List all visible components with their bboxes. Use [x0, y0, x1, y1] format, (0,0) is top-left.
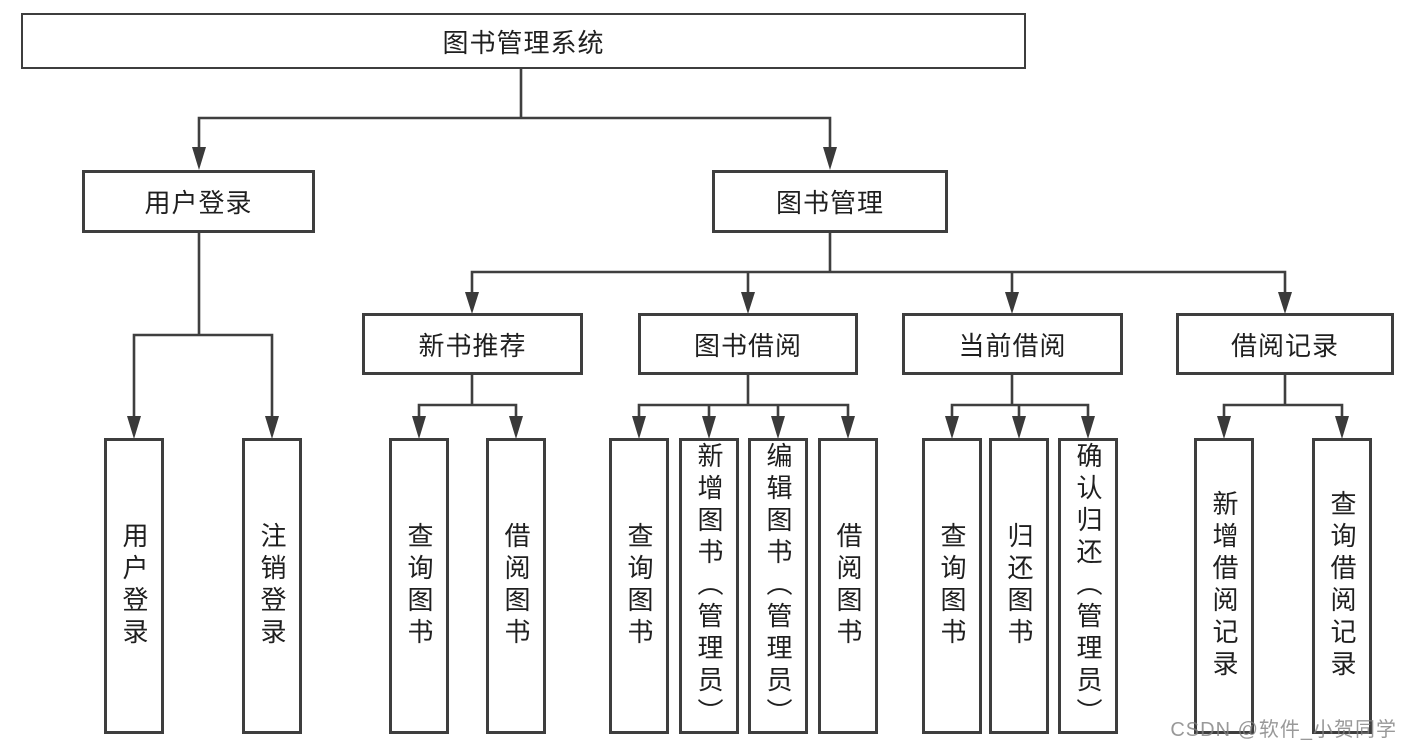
leaf-label: 编辑图书（管理员） [763, 442, 793, 730]
connector-new-book-recommend-to-leaves [412, 375, 523, 439]
leaf-label: 确认归还（管理员） [1073, 442, 1103, 730]
leaf-edit-books-admin: 编辑图书（管理员） [748, 438, 808, 734]
node-book-borrowing: 图书借阅 [638, 313, 858, 375]
connector-book-borrowing-to-leaves [632, 375, 855, 439]
leaf-label: 归还图书 [1004, 522, 1034, 650]
leaf-query-books-current: 查询图书 [922, 438, 982, 734]
node-label: 图书管理 [775, 188, 884, 218]
node-current-borrowing: 当前借阅 [902, 313, 1123, 375]
node-label: 借阅记录 [1230, 330, 1339, 361]
leaf-query-books-recommend: 查询图书 [389, 438, 449, 734]
leaf-query-books-borrowing: 查询图书 [609, 438, 669, 734]
leaf-label: 查询借阅记录 [1327, 490, 1357, 682]
node-library-management-system: 图书管理系统 [21, 13, 1026, 69]
leaf-label: 新增借阅记录 [1209, 490, 1239, 682]
leaf-borrow-books-borrowing: 借阅图书 [818, 438, 878, 734]
node-label: 用户登录 [144, 188, 253, 218]
leaf-return-books: 归还图书 [989, 438, 1049, 734]
leaf-logout-login: 注销登录 [242, 438, 302, 734]
csdn-watermark: CSDN @软件_小贺同学 [1170, 719, 1397, 741]
leaf-label: 查询图书 [404, 522, 434, 650]
leaf-label: 借阅图书 [833, 522, 863, 650]
node-new-book-recommend: 新书推荐 [362, 313, 583, 375]
node-book-management: 图书管理 [712, 170, 948, 233]
node-label: 图书借阅 [693, 330, 802, 361]
leaf-query-borrow-record: 查询借阅记录 [1312, 438, 1372, 734]
node-label: 图书管理系统 [442, 27, 605, 58]
node-borrowing-records: 借阅记录 [1176, 313, 1394, 375]
leaf-confirm-return-admin: 确认归还（管理员） [1058, 438, 1118, 734]
connector-book-management-to-level3 [465, 233, 1292, 314]
leaf-label: 用户登录 [119, 522, 149, 650]
connector-current-borrowing-to-leaves [945, 375, 1095, 439]
connector-user-login-to-leaves [127, 233, 279, 439]
leaf-label: 查询图书 [624, 522, 654, 650]
leaf-label: 查询图书 [937, 522, 967, 650]
connector-borrowing-records-to-leaves [1217, 375, 1349, 439]
leaf-label: 借阅图书 [501, 522, 531, 650]
leaf-label: 新增图书（管理员） [694, 442, 724, 730]
leaf-add-books-admin: 新增图书（管理员） [679, 438, 739, 734]
leaf-label: 注销登录 [257, 522, 287, 650]
leaf-add-borrow-record: 新增借阅记录 [1194, 438, 1254, 734]
node-user-login: 用户登录 [82, 170, 315, 233]
leaf-borrow-books-recommend: 借阅图书 [486, 438, 546, 734]
connector-root-to-level2 [192, 69, 837, 170]
node-label: 当前借阅 [958, 330, 1067, 361]
leaf-user-login: 用户登录 [104, 438, 164, 734]
node-label: 新书推荐 [418, 330, 527, 361]
